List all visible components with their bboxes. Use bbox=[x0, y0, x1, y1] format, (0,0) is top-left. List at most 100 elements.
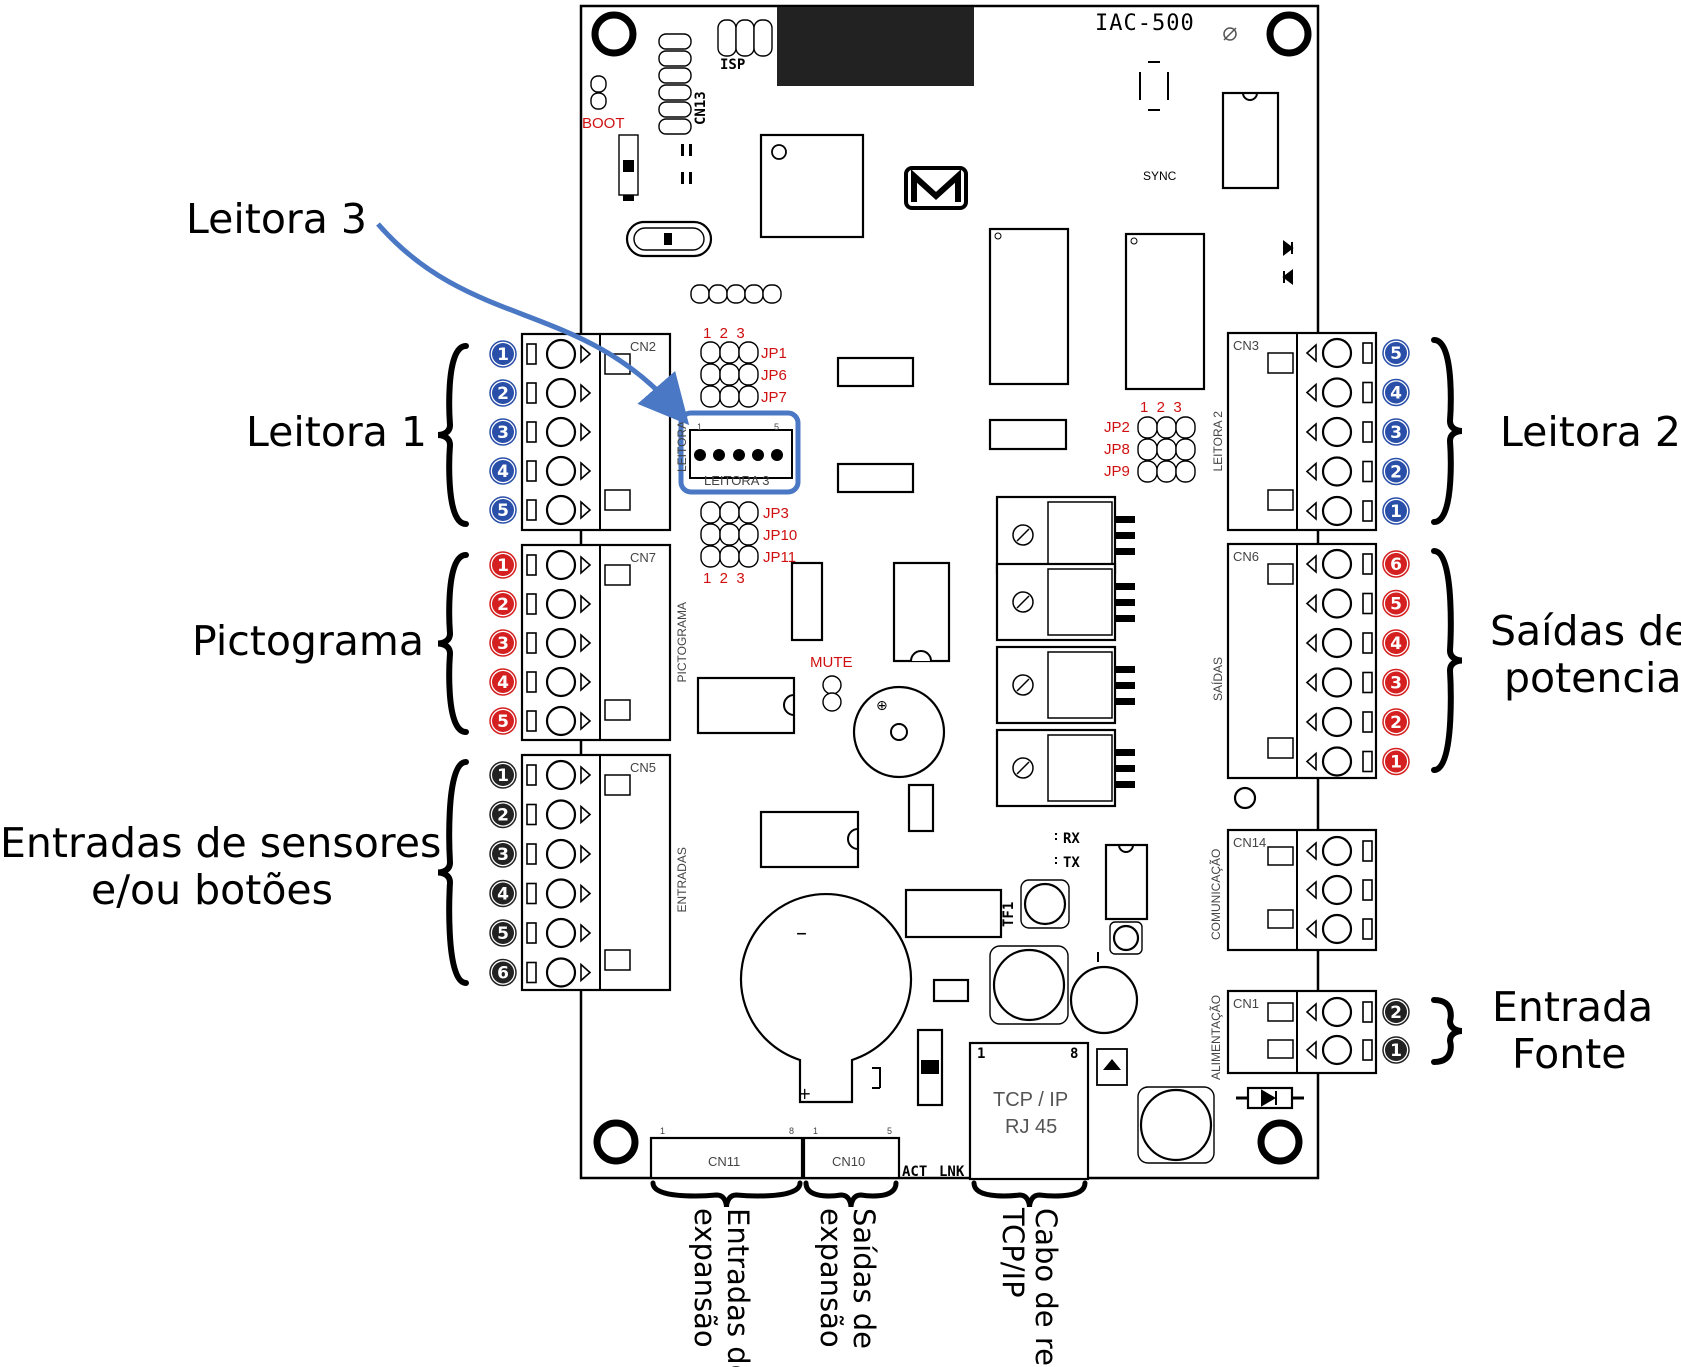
optocoupler-1 bbox=[696, 676, 796, 735]
svg-text:1: 1 bbox=[660, 1126, 665, 1136]
svg-text:CN7: CN7 bbox=[630, 550, 656, 565]
rx-tx-leds: RX TX bbox=[1055, 831, 1080, 871]
pin-number: 3 bbox=[497, 845, 509, 865]
svg-text:+: + bbox=[798, 1084, 811, 1103]
svg-text:CN3: CN3 bbox=[1233, 338, 1259, 353]
svg-text:PICTOGRAMA: PICTOGRAMA bbox=[675, 602, 689, 682]
svg-text:1 2 3: 1 2 3 bbox=[703, 570, 745, 587]
pin-number: 2 bbox=[1390, 463, 1402, 483]
ic-small-3 bbox=[988, 418, 1068, 451]
display-module bbox=[777, 7, 974, 86]
pin-number: 2 bbox=[1390, 1003, 1402, 1023]
pin-number: 5 bbox=[1390, 595, 1402, 615]
mute-jumper: MUTE bbox=[810, 654, 853, 712]
leitora3-highlight-box bbox=[678, 410, 801, 495]
label-net-line1: Cabo de rede bbox=[1029, 1208, 1063, 1367]
svg-text:JP9: JP9 bbox=[1104, 463, 1130, 480]
relay-chip bbox=[892, 561, 951, 663]
svg-text:5: 5 bbox=[887, 1126, 892, 1136]
small-inductor bbox=[1109, 921, 1143, 955]
leitora3-connector: 1 5 LEITORA 3 bbox=[678, 410, 801, 495]
svg-text:ENTRADAS: ENTRADAS bbox=[675, 847, 689, 912]
rj45-jack: 1 8 TCP / IP RJ 45 bbox=[968, 1041, 1090, 1181]
pin-number: 4 bbox=[497, 462, 509, 482]
pin-number: 2 bbox=[1390, 713, 1402, 733]
cn13-header: CN13 bbox=[658, 33, 709, 135]
svg-text:JP2: JP2 bbox=[1104, 419, 1130, 436]
small-cap bbox=[907, 783, 935, 833]
smd-resistors bbox=[681, 144, 692, 184]
jumper-block-right: 1 2 3 JP2 JP8 JP9 bbox=[1104, 399, 1196, 483]
connector-braces bbox=[437, 337, 1463, 1208]
pin-number: 2 bbox=[497, 595, 509, 615]
small-switch bbox=[618, 134, 639, 201]
svg-text:1: 1 bbox=[813, 1126, 818, 1136]
svg-text:JP7: JP7 bbox=[761, 389, 787, 406]
pin-number: 1 bbox=[1390, 502, 1402, 522]
svg-text:CN11: CN11 bbox=[708, 1154, 740, 1169]
cn14-connector: CN14 COMUNICAÇÃO bbox=[1209, 828, 1378, 952]
tf1-transformer bbox=[904, 888, 1003, 939]
label-exp-in-line1: Entradas de bbox=[721, 1208, 755, 1367]
svg-text:CN2: CN2 bbox=[630, 339, 656, 354]
svg-text:8: 8 bbox=[1070, 1046, 1078, 1062]
svg-text:ALIMENTAÇÃO: ALIMENTAÇÃO bbox=[1209, 995, 1223, 1080]
diodes-right bbox=[1282, 240, 1294, 285]
svg-text:RJ 45: RJ 45 bbox=[1005, 1116, 1057, 1138]
pin-number: 1 bbox=[497, 766, 509, 786]
ic-8pin bbox=[1104, 843, 1149, 921]
label-exp-in-line2: expansão bbox=[688, 1208, 722, 1348]
svg-text:CN10: CN10 bbox=[832, 1154, 865, 1169]
label-entradas-line1: Entradas de sensores bbox=[0, 819, 441, 867]
svg-text:1 2 3: 1 2 3 bbox=[703, 325, 745, 342]
svg-text:CN13: CN13 bbox=[693, 91, 709, 125]
svg-text:ISP: ISP bbox=[720, 57, 745, 73]
label-leitora3: Leitora 3 bbox=[186, 195, 367, 243]
svg-text:LEITORA 2: LEITORA 2 bbox=[1211, 411, 1225, 472]
isp-header: ISP bbox=[717, 19, 773, 73]
label-pictograma: Pictograma bbox=[192, 617, 424, 665]
pin-number: 1 bbox=[1390, 753, 1402, 773]
label-saidas-line1: Saídas de bbox=[1490, 607, 1681, 655]
svg-text:1: 1 bbox=[977, 1046, 985, 1062]
svg-text:SYNC: SYNC bbox=[1143, 169, 1177, 183]
label-fonte-line2: Fonte bbox=[1512, 1030, 1627, 1078]
ram-chip-2 bbox=[1124, 232, 1206, 391]
pin-number: 1 bbox=[497, 556, 509, 576]
svg-text:JP3: JP3 bbox=[763, 505, 789, 522]
smd-chip bbox=[932, 978, 970, 1003]
svg-text:JP6: JP6 bbox=[761, 367, 787, 384]
svg-text:BOOT: BOOT bbox=[582, 115, 625, 132]
pin-number: 1 bbox=[1390, 1041, 1402, 1061]
pin-number: 6 bbox=[497, 964, 509, 984]
ram-chip-1 bbox=[988, 227, 1070, 386]
jumper-block-top: 1 2 3 JP1 JP6 JP7 bbox=[700, 325, 787, 408]
label-exp-out-line2: expansão bbox=[814, 1208, 848, 1348]
label-entradas-line2: e/ou botões bbox=[91, 866, 333, 914]
voltage-regulators bbox=[995, 495, 1135, 808]
optocoupler-2 bbox=[759, 810, 860, 869]
svg-text:COMUNICAÇÃO: COMUNICAÇÃO bbox=[1209, 849, 1223, 940]
svg-text:⊕: ⊕ bbox=[876, 698, 888, 714]
pin-number: 4 bbox=[497, 885, 509, 905]
svg-text:LEITORA 3: LEITORA 3 bbox=[704, 473, 770, 488]
svg-text:TF1: TF1 bbox=[1001, 902, 1017, 927]
svg-text:JP10: JP10 bbox=[763, 527, 797, 544]
pin-number: 3 bbox=[497, 634, 509, 654]
svg-text:TCP / IP: TCP / IP bbox=[993, 1089, 1068, 1111]
pin-number: 6 bbox=[1390, 555, 1402, 575]
svg-text:5: 5 bbox=[774, 422, 779, 432]
svg-text:LEITORA 1: LEITORA 1 bbox=[675, 411, 689, 472]
ic-vertical bbox=[790, 561, 824, 642]
brand-logo bbox=[904, 166, 968, 210]
svg-text:JP11: JP11 bbox=[763, 549, 796, 566]
svg-text:–: – bbox=[796, 921, 807, 946]
cn1-connector: CN1 ALIMENTAÇÃO 21 bbox=[1209, 989, 1410, 1080]
board-model: IAC-500 bbox=[1095, 11, 1195, 36]
pin-number: 5 bbox=[497, 712, 509, 732]
pin-number: 5 bbox=[497, 924, 509, 944]
label-net-line2: TCP/IP bbox=[996, 1207, 1030, 1298]
label-leitora2: Leitora 2 bbox=[1500, 408, 1681, 456]
boot-jumper: BOOT bbox=[582, 75, 625, 132]
